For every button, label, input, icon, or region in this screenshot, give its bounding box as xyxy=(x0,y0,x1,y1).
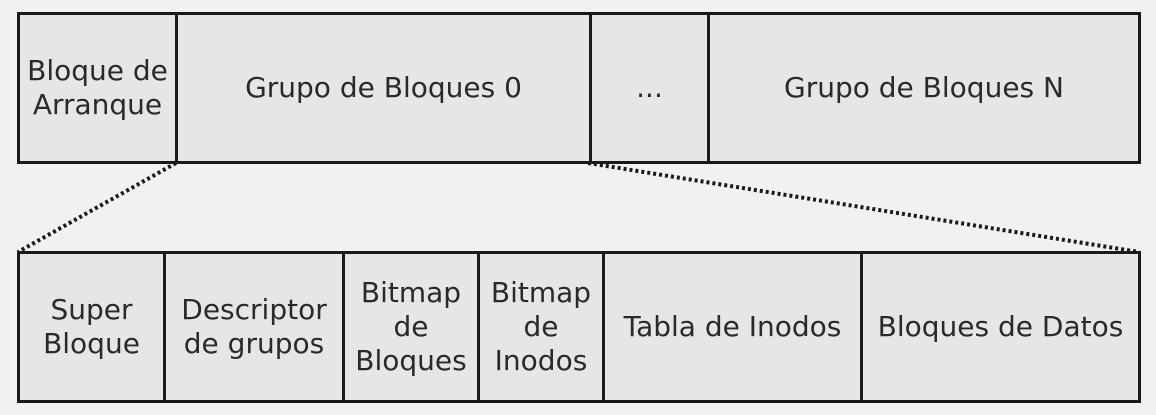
disk-layout-row: Bloque de Arranque Grupo de Bloques 0 ..… xyxy=(17,12,1141,164)
ellipsis-cell: ... xyxy=(589,15,707,161)
block-group-0-cell: Grupo de Bloques 0 xyxy=(175,15,589,161)
right-connector-line xyxy=(587,161,1140,254)
block-group-n-cell: Grupo de Bloques N xyxy=(707,15,1138,161)
inode-bitmap-cell: Bitmap de Inodos xyxy=(477,254,602,400)
inode-table-cell: Tabla de Inodos xyxy=(602,254,860,400)
left-connector-line xyxy=(17,161,177,254)
superblock-cell: Super Bloque xyxy=(20,254,163,400)
block-bitmap-cell: Bitmap de Bloques xyxy=(342,254,477,400)
boot-block-cell: Bloque de Arranque xyxy=(20,15,175,161)
group-descriptor-cell: Descriptor de grupos xyxy=(163,254,342,400)
data-blocks-cell: Bloques de Datos xyxy=(860,254,1138,400)
block-group-detail-row: Super Bloque Descriptor de grupos Bitmap… xyxy=(17,251,1141,403)
